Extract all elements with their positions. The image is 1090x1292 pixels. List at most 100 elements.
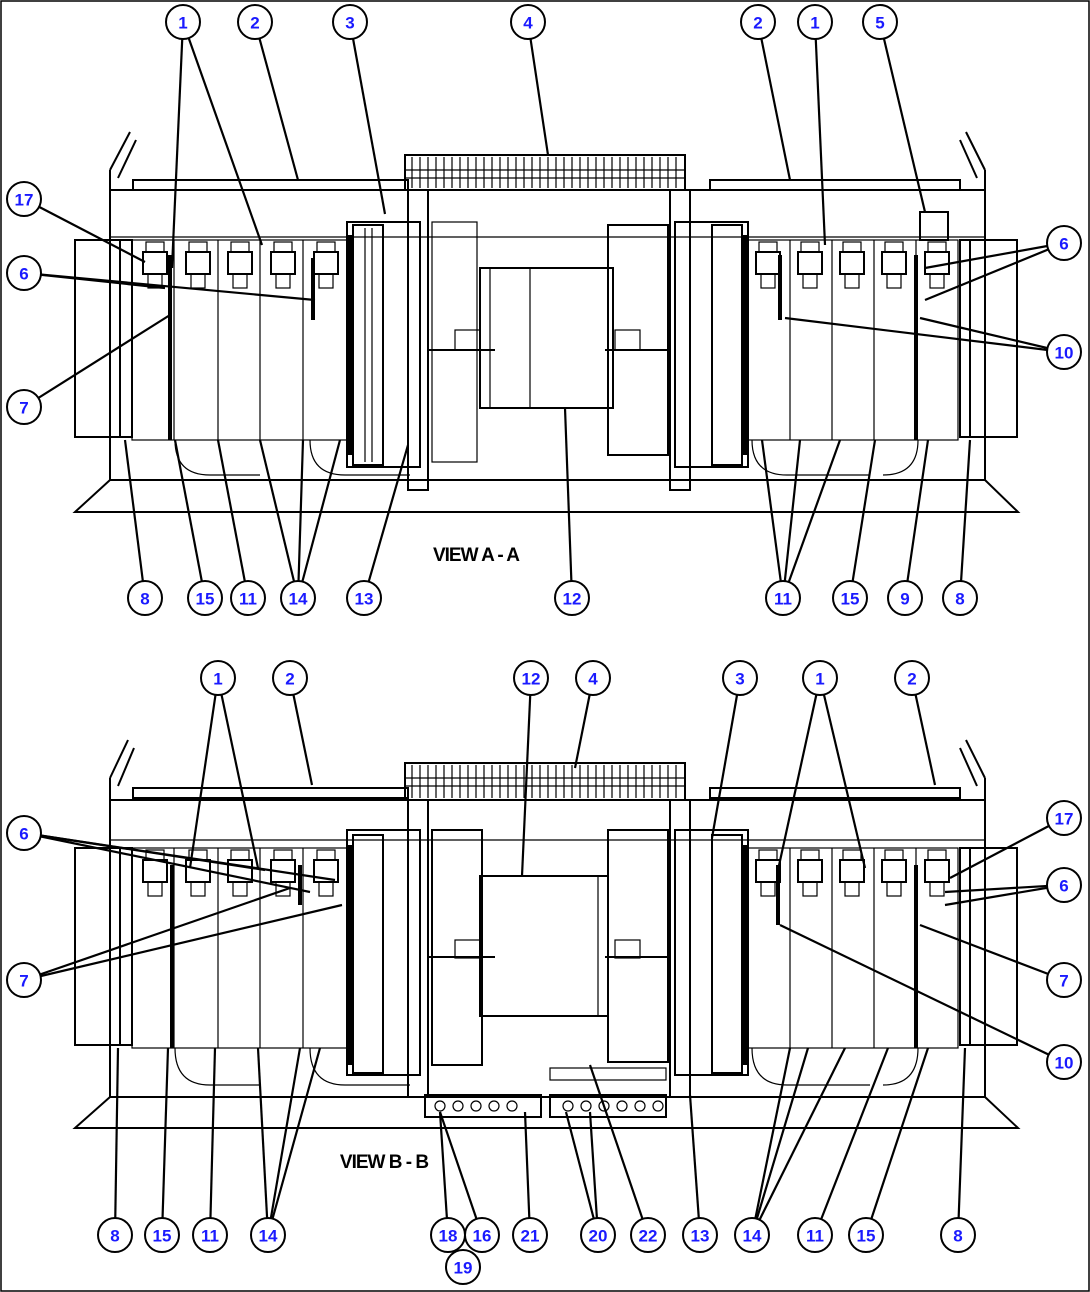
view-a-a-drawing bbox=[72, 131, 1021, 513]
callout-bubble: 6 bbox=[1046, 225, 1082, 261]
callout-bubble: 2 bbox=[237, 4, 273, 40]
callout-bubble: 9 bbox=[887, 580, 923, 616]
callout-label: 7 bbox=[19, 399, 28, 418]
callout-circle bbox=[1046, 800, 1082, 836]
callout-label: 6 bbox=[1059, 235, 1068, 254]
callout-circle bbox=[6, 181, 42, 217]
callout-circle bbox=[734, 1217, 770, 1253]
callout-bubble: 6 bbox=[6, 815, 42, 851]
callout-label: 7 bbox=[1059, 972, 1068, 991]
callout-bubble: 11 bbox=[230, 580, 266, 616]
callout-bubble: 1 bbox=[797, 4, 833, 40]
callout-circle bbox=[740, 4, 776, 40]
callout-bubble: 15 bbox=[848, 1217, 884, 1253]
callout-bubble: 7 bbox=[6, 962, 42, 998]
callout-bubble: 3 bbox=[722, 660, 758, 696]
callout-circle bbox=[187, 580, 223, 616]
callout-circle bbox=[230, 580, 266, 616]
callout-circle bbox=[1046, 1044, 1082, 1080]
callout-label: 15 bbox=[153, 1227, 172, 1246]
callout-label: 6 bbox=[1059, 877, 1068, 896]
callout-bubble: 4 bbox=[510, 4, 546, 40]
callout-circle bbox=[797, 4, 833, 40]
callout-circle bbox=[272, 660, 308, 696]
callout-bubble: 3 bbox=[332, 4, 368, 40]
callout-label: 9 bbox=[900, 590, 909, 609]
callout-bubble: 19 bbox=[445, 1249, 481, 1285]
callout-bubble: 8 bbox=[940, 1217, 976, 1253]
callout-circle bbox=[942, 580, 978, 616]
callout-label: 2 bbox=[907, 670, 916, 689]
callout-bubble: 6 bbox=[6, 255, 42, 291]
callout-bubble: 8 bbox=[97, 1217, 133, 1253]
callout-label: 2 bbox=[753, 14, 762, 33]
callout-label: 11 bbox=[201, 1227, 219, 1246]
callout-circle bbox=[6, 255, 42, 291]
callout-bubble: 14 bbox=[250, 1217, 286, 1253]
callout-circle bbox=[250, 1217, 286, 1253]
callout-label: 3 bbox=[345, 14, 354, 33]
callout-bubble: 22 bbox=[630, 1217, 666, 1253]
callout-label: 6 bbox=[19, 265, 28, 284]
callout-bubble: 21 bbox=[512, 1217, 548, 1253]
leader-lines bbox=[23, 21, 1065, 1236]
callout-circle bbox=[575, 660, 611, 696]
callout-circle bbox=[6, 815, 42, 851]
callout-bubble: 20 bbox=[580, 1217, 616, 1253]
callout-circle bbox=[940, 1217, 976, 1253]
callout-circle bbox=[554, 580, 590, 616]
callout-bubble: 7 bbox=[1046, 962, 1082, 998]
callout-bubble: 12 bbox=[513, 660, 549, 696]
callout-circle bbox=[280, 580, 316, 616]
callout-bubble: 2 bbox=[272, 660, 308, 696]
callout-bubble: 15 bbox=[144, 1217, 180, 1253]
callout-label: 19 bbox=[454, 1259, 473, 1278]
callout-bubble: 14 bbox=[280, 580, 316, 616]
callout-bubble: 2 bbox=[740, 4, 776, 40]
callout-circle bbox=[797, 1217, 833, 1253]
callout-circle bbox=[1046, 962, 1082, 998]
callout-label: 13 bbox=[355, 590, 374, 609]
callout-bubble: 18 bbox=[430, 1217, 466, 1253]
callout-label: 8 bbox=[110, 1227, 119, 1246]
callout-bubble: 14 bbox=[734, 1217, 770, 1253]
callout-label: 3 bbox=[735, 670, 744, 689]
callout-label: 22 bbox=[639, 1227, 658, 1246]
callout-label: 5 bbox=[875, 14, 884, 33]
callout-circle bbox=[6, 962, 42, 998]
callout-label: 12 bbox=[563, 590, 582, 609]
callout-label: 4 bbox=[588, 670, 598, 689]
callout-label: 17 bbox=[1055, 810, 1074, 829]
callout-label: 17 bbox=[15, 191, 34, 210]
callout-bubble: 8 bbox=[127, 580, 163, 616]
callout-bubble: 10 bbox=[1046, 334, 1082, 370]
callout-label: 21 bbox=[521, 1227, 540, 1246]
callout-bubble: 2 bbox=[894, 660, 930, 696]
callout-label: 11 bbox=[774, 590, 792, 609]
callout-bubble: 1 bbox=[200, 660, 236, 696]
callout-label: 14 bbox=[259, 1227, 278, 1246]
callout-circle bbox=[722, 660, 758, 696]
callout-circle bbox=[200, 660, 236, 696]
callout-circle bbox=[513, 660, 549, 696]
callout-circle bbox=[802, 660, 838, 696]
callout-circle bbox=[464, 1217, 500, 1253]
callout-label: 1 bbox=[178, 14, 187, 33]
callout-label: 11 bbox=[239, 590, 257, 609]
callout-circle bbox=[97, 1217, 133, 1253]
callout-circle bbox=[332, 4, 368, 40]
view-title-a: VIEW A - A bbox=[433, 545, 520, 566]
callout-circle bbox=[1046, 225, 1082, 261]
callout-label: 15 bbox=[857, 1227, 876, 1246]
callout-bubble: 8 bbox=[942, 580, 978, 616]
callout-label: 16 bbox=[473, 1227, 492, 1246]
callout-bubble: 4 bbox=[575, 660, 611, 696]
callout-label: 2 bbox=[250, 14, 259, 33]
callout-circle bbox=[765, 580, 801, 616]
callout-circle bbox=[1046, 334, 1082, 370]
callout-bubble: 13 bbox=[682, 1217, 718, 1253]
callout-label: 1 bbox=[810, 14, 819, 33]
